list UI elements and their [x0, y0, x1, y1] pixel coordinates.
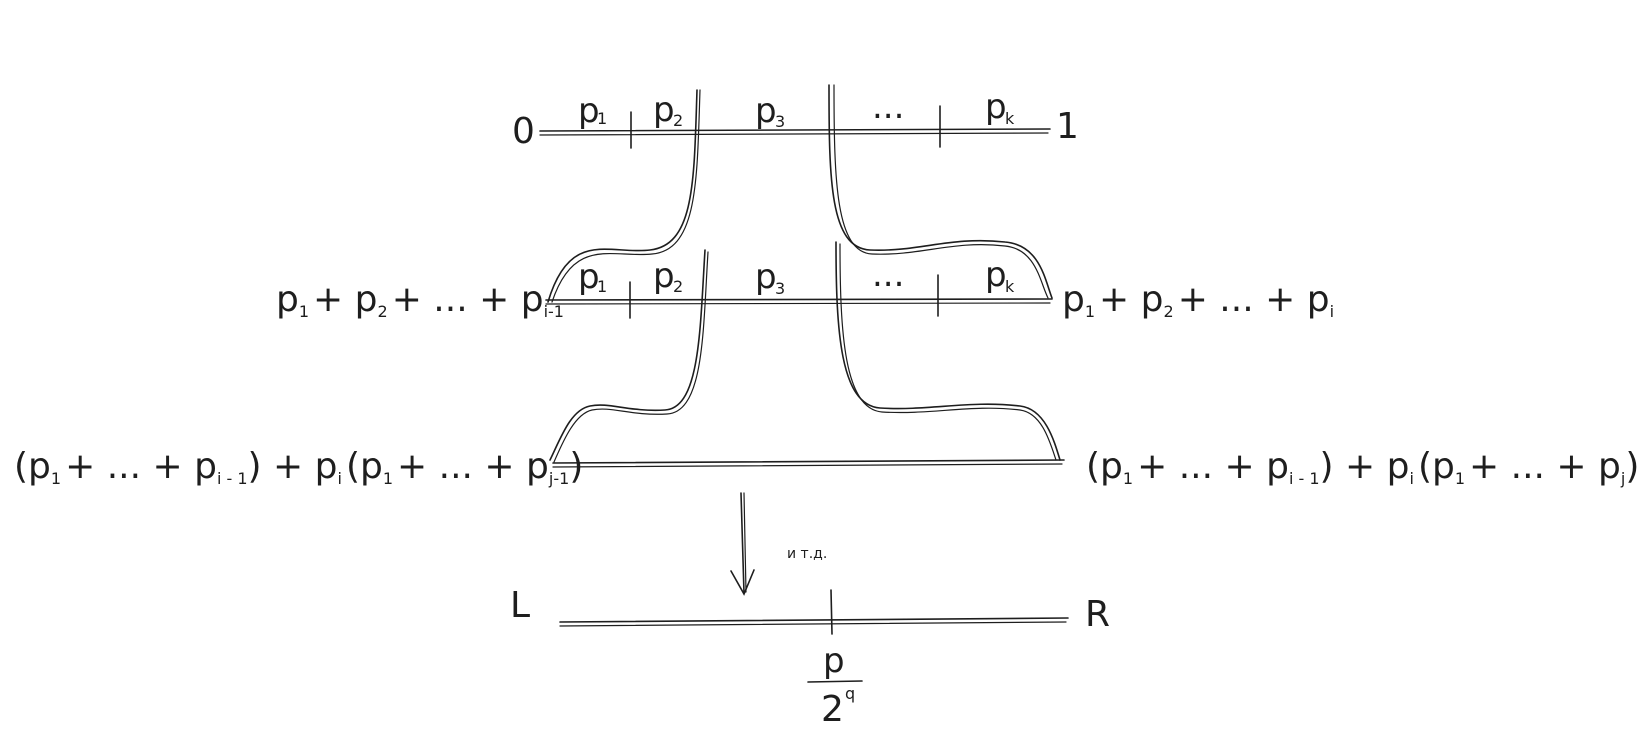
continuation-arrow: и т.д.	[730, 492, 827, 596]
funnel-mid-right-curve	[835, 241, 1061, 461]
arrow-shaft	[740, 492, 745, 594]
mid-seg-1-sub: 1	[597, 277, 607, 296]
bottom-interval-line-shadow	[552, 463, 1063, 468]
mid-seg-1-p: p	[578, 257, 600, 297]
final-interval: L R p 2 q	[510, 585, 1110, 730]
mid-seg-dots: ...	[872, 255, 904, 295]
top-left-label: 0	[512, 111, 535, 152]
top-seg-2-sub: 2	[673, 111, 683, 130]
bottom-interval-line	[552, 459, 1065, 464]
funnel-top-right-curve-shadow	[833, 84, 1049, 299]
funnel-mid-left-curve-shadow	[553, 251, 709, 463]
middle-right-label: p1+ p2+ ... + pi	[1062, 279, 1334, 321]
final-point-tick	[830, 589, 833, 635]
top-seg-k-p: p	[985, 87, 1007, 127]
mid-seg-2-sub: 2	[673, 277, 683, 296]
final-point-exponent: q	[845, 684, 855, 703]
bottom-interval: (p1+ ... + pi - 1) + pi(p1+ ... + pj-1) …	[14, 446, 1639, 488]
zoom-funnel-top	[547, 84, 1053, 303]
funnel-top-left-curve	[547, 89, 698, 303]
middle-interval: p 1 p 2 p 3 ... p k p1+ p2+ ... + pi-1 p…	[276, 255, 1334, 321]
final-point-denominator: 2	[821, 689, 844, 730]
funnel-top-left-curve-shadow	[551, 89, 701, 303]
mid-seg-k-p: p	[985, 255, 1007, 295]
funnel-mid-right-curve-shadow	[839, 243, 1057, 461]
final-point-numerator: p	[823, 641, 845, 681]
mid-seg-3-sub: 3	[775, 279, 785, 298]
funnel-mid-left-curve	[549, 249, 706, 461]
top-right-label: 1	[1056, 106, 1079, 147]
final-right-label: R	[1085, 594, 1110, 635]
top-interval-line	[539, 128, 1051, 132]
mid-seg-k-sub: k	[1005, 277, 1015, 296]
arrow-head	[730, 569, 755, 596]
top-seg-2-p: p	[653, 90, 675, 130]
bottom-left-label: (p1+ ... + pi - 1) + pi(p1+ ... + pj-1)	[14, 446, 583, 488]
final-interval-line-shadow	[559, 621, 1067, 627]
funnel-top-right-curve	[828, 84, 1053, 299]
top-seg-1-sub: 1	[597, 109, 607, 128]
top-seg-k-sub: k	[1005, 109, 1015, 128]
middle-interval-line-shadow	[545, 302, 1051, 305]
top-seg-1-p: p	[578, 91, 600, 131]
top-interval: 0 1 p 1 p 2 p 3 ... p k	[512, 87, 1079, 152]
mid-seg-2-p: p	[653, 256, 675, 296]
middle-interval-line	[545, 298, 1053, 301]
top-seg-dots: ...	[872, 87, 904, 127]
top-seg-3-p: p	[755, 91, 777, 131]
final-left-label: L	[510, 585, 530, 626]
arrow-note: и т.д.	[787, 546, 827, 562]
bottom-right-label: (p1+ ... + pi - 1) + pi(p1+ ... + pj)	[1086, 446, 1639, 488]
final-interval-line	[559, 617, 1069, 623]
middle-left-label: p1+ p2+ ... + pi-1	[276, 279, 564, 321]
top-seg-3-sub: 3	[775, 112, 785, 131]
arrow-shaft-shadow	[743, 492, 747, 593]
fraction-bar	[807, 680, 863, 683]
mid-seg-3-p: p	[755, 257, 777, 297]
zoom-funnel-middle	[549, 241, 1061, 463]
top-interval-line-shadow	[539, 132, 1049, 136]
